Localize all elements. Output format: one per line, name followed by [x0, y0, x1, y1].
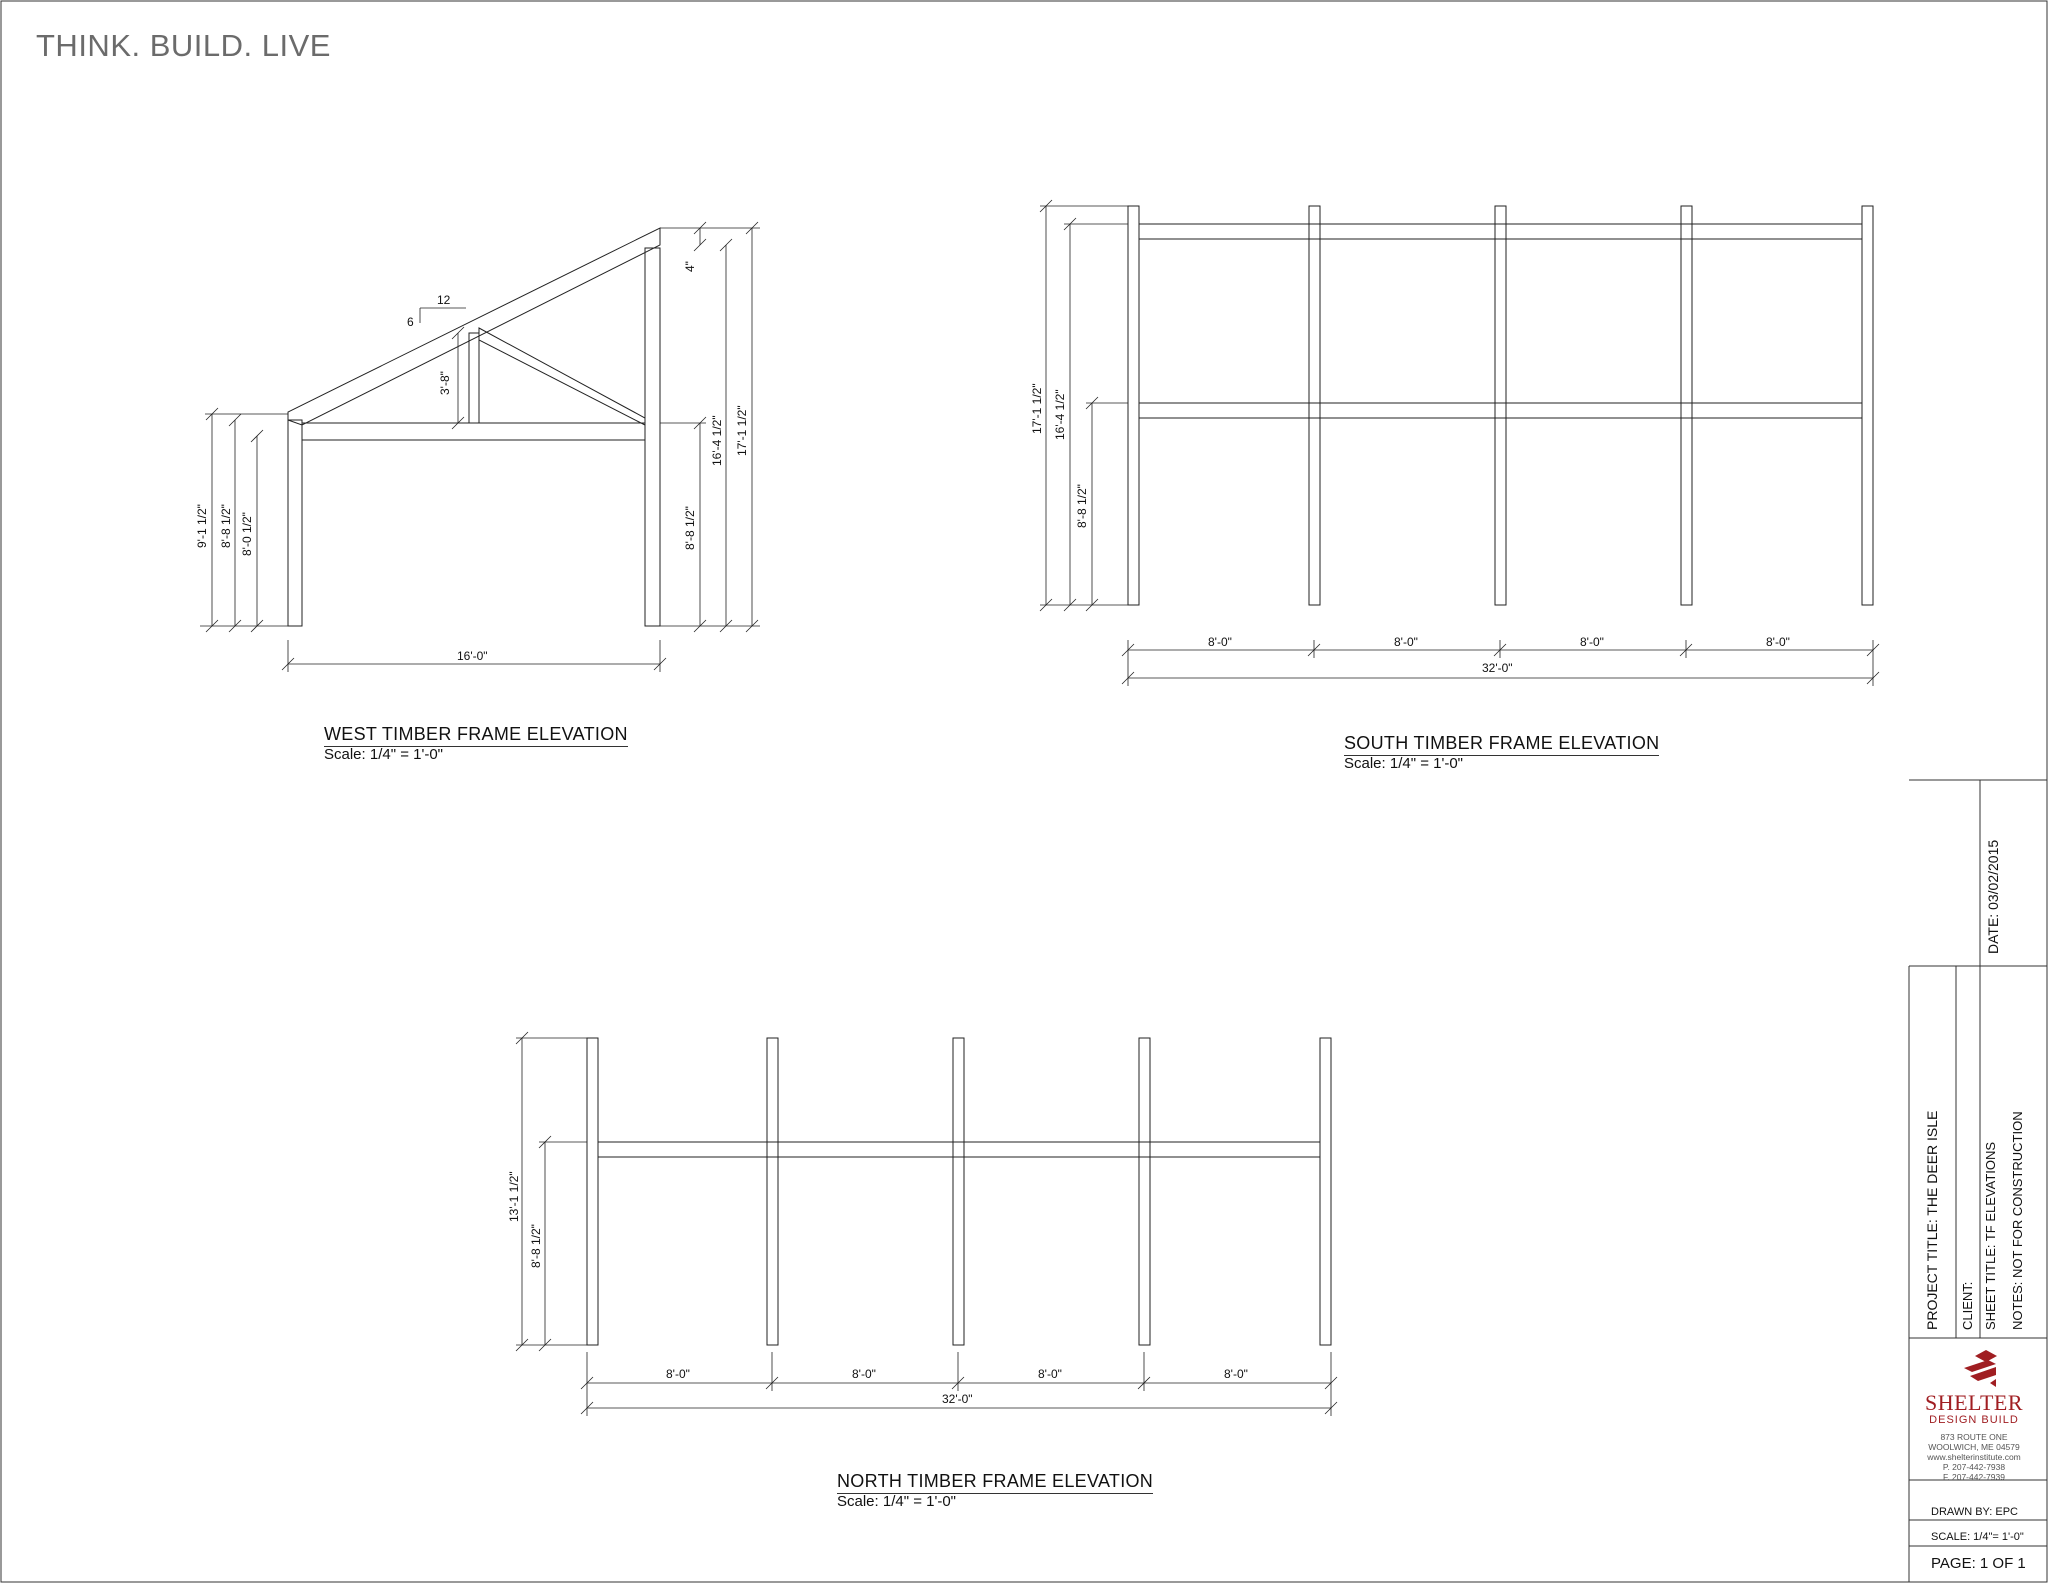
south-lower-height-dim: 8'-8 1/2"	[1075, 484, 1089, 528]
south-total-width-dim: 32'-0"	[1482, 661, 1513, 675]
south-view-scale: Scale: 1/4" = 1'-0"	[1344, 755, 1463, 772]
title-block	[1908, 779, 2047, 1582]
north-view-title: NORTH TIMBER FRAME ELEVATION	[837, 1471, 1154, 1494]
south-top-plate	[1138, 223, 1863, 240]
south-bay-2-dim: 8'-0"	[1394, 635, 1418, 649]
title-block-drawn-by: DRAWN BY: EPC	[1931, 1506, 2018, 1518]
address-line-2: WOOLWICH, ME 04579	[1928, 1442, 2020, 1452]
south-dimension-labels: 17'-1 1/2" 16'-4 1/2" 8'-8 1/2" 8'-0" 8'…	[1030, 383, 1790, 675]
west-pitch-rise: 6	[407, 315, 414, 329]
west-left-total-dim: 9'-1 1/2"	[195, 504, 209, 548]
west-left-post	[287, 419, 303, 627]
north-post-5	[1319, 1037, 1332, 1346]
address-website: www.shelterinstitute.com	[1927, 1452, 2021, 1462]
south-bay-3-dim: 8'-0"	[1580, 635, 1604, 649]
west-elevation-frame	[287, 227, 661, 627]
company-slogan: THINK. BUILD. LIVE	[36, 28, 331, 63]
north-total-width-dim: 32'-0"	[942, 1392, 973, 1406]
west-view-title: WEST TIMBER FRAME ELEVATION	[324, 724, 628, 747]
west-overhang-dim: 4"	[683, 261, 697, 272]
title-block-date: DATE: 03/02/2015	[1985, 839, 2001, 954]
west-king-post	[468, 332, 480, 424]
west-left-mid-dim: 8'-8 1/2"	[219, 504, 233, 548]
north-view-scale: Scale: 1/4" = 1'-0"	[837, 1493, 956, 1510]
west-view-scale: Scale: 1/4" = 1'-0"	[324, 746, 443, 763]
south-post-1	[1127, 205, 1140, 606]
south-upper-height-dim: 16'-4 1/2"	[1053, 389, 1067, 440]
title-block-client: CLIENT:	[1960, 1281, 1975, 1330]
south-mid-beam	[1138, 402, 1863, 419]
north-post-4	[1138, 1037, 1151, 1346]
south-total-height-dim: 17'-1 1/2"	[1030, 383, 1044, 434]
south-post-3	[1494, 205, 1507, 606]
north-bay-3-dim: 8'-0"	[1038, 1367, 1062, 1381]
west-king-post-dim: 3'-8"	[438, 371, 452, 395]
south-bay-4-dim: 8'-0"	[1766, 635, 1790, 649]
north-post-3	[952, 1037, 965, 1346]
south-post-4	[1680, 205, 1693, 606]
west-right-mid-dim: 16'-4 1/2"	[710, 415, 724, 466]
south-post-2	[1308, 205, 1321, 606]
south-post-5	[1861, 205, 1874, 606]
north-beam-height-dim: 8'-8 1/2"	[529, 1224, 543, 1268]
west-rafter	[287, 227, 661, 426]
west-right-post	[644, 247, 661, 627]
title-block-page: PAGE: 1 OF 1	[1931, 1555, 2026, 1572]
north-post-1	[586, 1037, 599, 1346]
shelter-logo-name: SHELTER	[1924, 1390, 2024, 1415]
west-width-dim: 16'-0"	[457, 649, 488, 663]
west-right-total-dim: 17'-1 1/2"	[735, 405, 749, 456]
south-elevation-frame	[1127, 205, 1874, 606]
west-dimension-lines	[200, 221, 760, 672]
south-dimension-lines	[1039, 199, 1880, 686]
north-bay-2-dim: 8'-0"	[852, 1367, 876, 1381]
north-total-height-dim: 13'-1 1/2"	[507, 1171, 521, 1222]
west-brace	[478, 327, 646, 426]
west-left-inner-dim: 8'-0 1/2"	[240, 512, 254, 556]
north-elevation-frame	[586, 1037, 1332, 1346]
title-block-project: PROJECT TITLE: THE DEER ISLE	[1924, 1110, 1940, 1330]
west-tie-beam	[301, 422, 646, 441]
south-view-title: SOUTH TIMBER FRAME ELEVATION	[1344, 733, 1660, 756]
west-right-inner-dim: 8'-8 1/2"	[683, 506, 697, 550]
address-phone: P. 207-442-7938	[1942, 1462, 2006, 1472]
address-fax: F. 207-442-7939	[1943, 1472, 2005, 1482]
shelter-logo-icon	[1964, 1350, 1997, 1387]
title-block-notes: NOTES: NOT FOR CONSTRUCTION	[2010, 1111, 2025, 1330]
north-dimension-lines	[515, 1031, 1338, 1416]
north-bay-4-dim: 8'-0"	[1224, 1367, 1248, 1381]
north-dimension-labels: 13'-1 1/2" 8'-8 1/2" 8'-0" 8'-0" 8'-0" 8…	[507, 1171, 1248, 1406]
north-bay-1-dim: 8'-0"	[666, 1367, 690, 1381]
north-post-2	[766, 1037, 779, 1346]
west-pitch-run: 12	[437, 293, 451, 307]
west-dimension-labels: 12 6 3'-8" 4" 9'-1 1/2" 8'-8 1/2" 8'-0 1…	[195, 261, 749, 663]
north-beam	[597, 1141, 1321, 1158]
title-block-scale: SCALE: 1/4"= 1'-0"	[1931, 1531, 2024, 1543]
title-block-sheet-title: SHEET TITLE: TF ELEVATIONS	[1983, 1141, 1998, 1330]
south-bay-1-dim: 8'-0"	[1208, 635, 1232, 649]
shelter-logo-subtitle: DESIGN BUILD	[1929, 1414, 2019, 1426]
address-line-1: 873 ROUTE ONE	[1940, 1432, 2008, 1442]
